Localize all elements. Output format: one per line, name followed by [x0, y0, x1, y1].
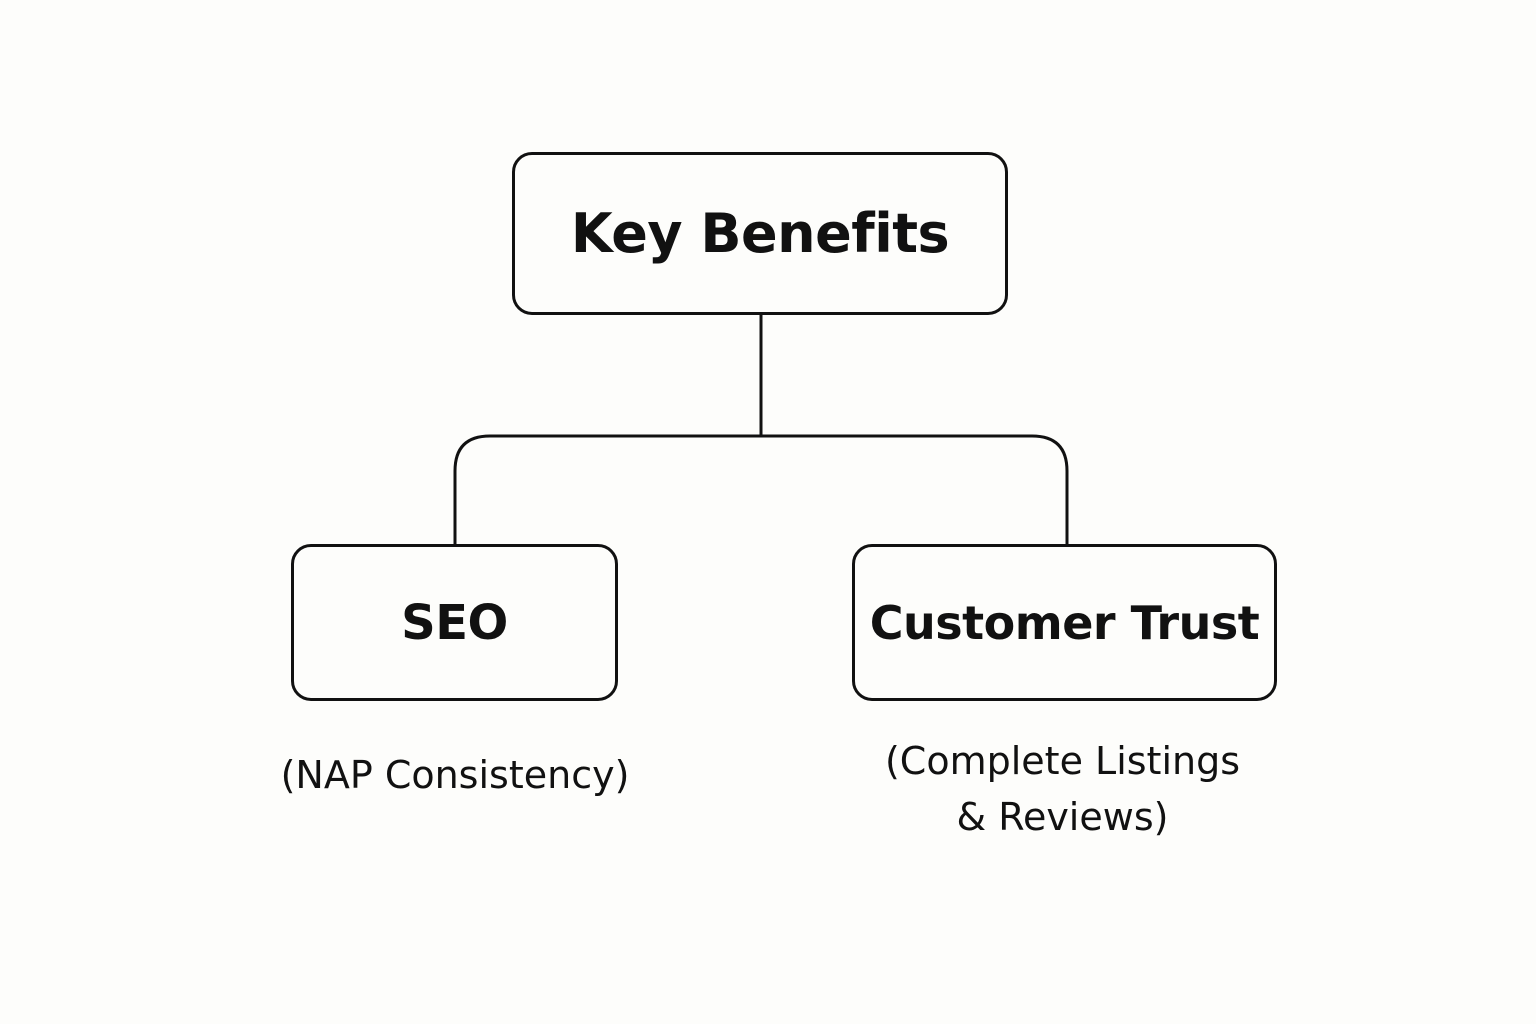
split-to-customer-trust-connector: [761, 434, 1069, 544]
key-benefits-label: Key Benefits: [570, 202, 950, 265]
seo-label: SEO: [401, 594, 508, 651]
seo-caption-text: (NAP Consistency): [280, 753, 630, 797]
customer-trust-node: Customer Trust: [852, 544, 1277, 701]
seo-caption: (NAP Consistency): [230, 747, 680, 803]
customer-trust-caption-line-1: (Complete Listings: [884, 739, 1241, 783]
customer-trust-label: Customer Trust: [869, 595, 1260, 650]
seo-node: SEO: [291, 544, 618, 701]
customer-trust-caption: (Complete Listings & Reviews): [840, 733, 1285, 845]
customer-trust-caption-line-2: & Reviews): [956, 795, 1169, 839]
split-to-seo-connector: [453, 434, 761, 544]
key-benefits-node: Key Benefits: [512, 152, 1008, 315]
